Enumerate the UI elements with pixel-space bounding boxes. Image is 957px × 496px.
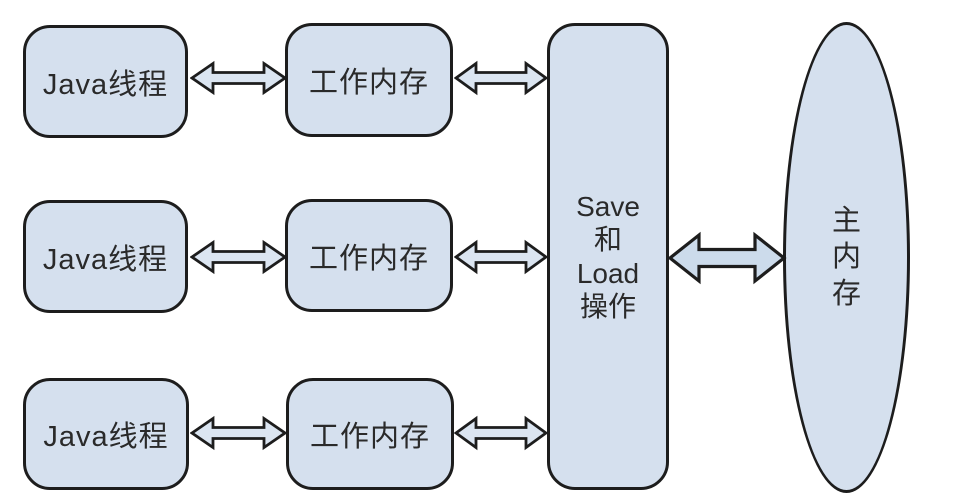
working-memory-label-2: 工作内存 xyxy=(308,242,429,275)
double-arrow-thread3-wm3 xyxy=(190,415,287,451)
java-thread-label-3: Java线程 xyxy=(43,421,169,453)
save-load-operations-label: Save 和 Load 操作 xyxy=(576,191,640,322)
working-memory-node-1: 工作内存 xyxy=(285,23,453,137)
double-arrow-wm1-saveload xyxy=(454,60,548,96)
double-arrow-thread2-wm2 xyxy=(190,239,287,275)
working-memory-label-1: 工作内存 xyxy=(308,67,429,99)
working-memory-label-3: 工作内存 xyxy=(309,421,430,453)
main-memory-node: 主内存 xyxy=(783,22,910,493)
java-thread-label-2: Java线程 xyxy=(42,243,169,276)
double-arrow-thread1-wm1 xyxy=(190,60,287,96)
working-memory-node-2: 工作内存 xyxy=(285,199,453,312)
save-load-operations-node: Save 和 Load 操作 xyxy=(547,23,669,490)
double-arrow-wm3-saveload xyxy=(454,415,548,451)
main-memory-label: 主内存 xyxy=(831,205,861,310)
working-memory-node-3: 工作内存 xyxy=(286,378,454,490)
java-thread-node-3: Java线程 xyxy=(23,378,189,490)
double-arrow-wm2-saveload xyxy=(454,239,548,275)
double-arrow-saveload-mainmemory xyxy=(667,231,787,285)
java-thread-node-1: Java线程 xyxy=(23,25,188,138)
java-thread-label-1: Java线程 xyxy=(42,68,169,101)
java-thread-node-2: Java线程 xyxy=(23,200,188,313)
